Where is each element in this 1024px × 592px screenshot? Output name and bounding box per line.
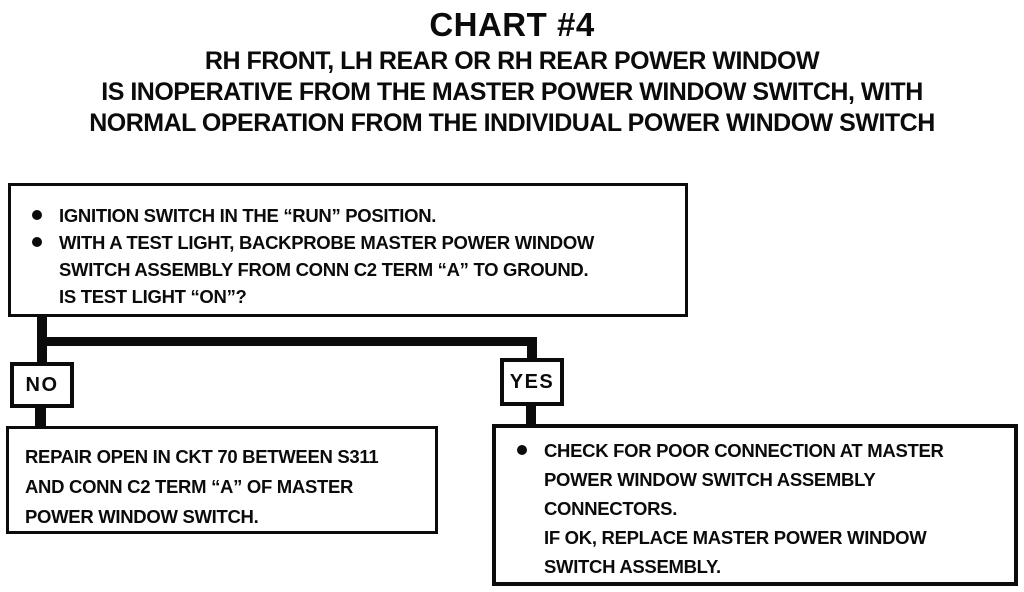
yes-label-box: YES [500,358,564,406]
decision-line-text: SWITCH ASSEMBLY FROM CONN C2 TERM “A” TO… [59,259,589,280]
result-line: SWITCH ASSEMBLY. [496,556,1014,582]
decision-line: SWITCH ASSEMBLY FROM CONN C2 TERM “A” TO… [11,259,685,286]
decision-line-text: IS TEST LIGHT “ON”? [59,286,247,307]
chart-subtitle-line-3: NORMAL OPERATION FROM THE INDIVIDUAL POW… [89,109,935,137]
result-line-text: IF OK, REPLACE MASTER POWER WINDOW [544,527,927,548]
yes-result-box: CHECK FOR POOR CONNECTION AT MASTER POWE… [492,424,1018,586]
result-line: AND CONN C2 TERM “A” OF MASTER [25,476,354,497]
decision-line: WITH A TEST LIGHT, BACKPROBE MASTER POWE… [11,232,685,259]
connector-stem-yes-to-result [526,406,536,424]
bullet-icon [32,237,42,247]
no-result-box: REPAIR OPEN IN CKT 70 BETWEEN S311 AND C… [6,426,438,534]
result-line: POWER WINDOW SWITCH. [25,506,259,527]
decision-box: IGNITION SWITCH IN THE “RUN” POSITION. W… [8,183,688,317]
chart-title: CHART #4 [429,6,595,43]
connector-stem-no-to-result [35,408,46,426]
result-line-text: POWER WINDOW SWITCH ASSEMBLY [544,469,876,490]
decision-line: IS TEST LIGHT “ON”? [11,286,685,313]
result-line: CHECK FOR POOR CONNECTION AT MASTER [496,440,1014,469]
result-line: IF OK, REPLACE MASTER POWER WINDOW [496,527,1014,556]
decision-line-text: WITH A TEST LIGHT, BACKPROBE MASTER POWE… [59,232,595,253]
result-line: CONNECTORS. [496,498,1014,527]
bullet-icon [517,445,527,455]
connector-horizontal-bar [37,337,537,346]
chart-subtitle-line-2: IS INOPERATIVE FROM THE MASTER POWER WIN… [101,78,923,106]
result-line-text: SWITCH ASSEMBLY. [544,556,721,577]
result-line: REPAIR OPEN IN CKT 70 BETWEEN S311 [25,446,379,467]
chart-subtitle-line-1: RH FRONT, LH REAR OR RH REAR POWER WINDO… [204,47,820,75]
no-label-box: NO [10,362,74,408]
decision-line: IGNITION SWITCH IN THE “RUN” POSITION. [11,205,685,232]
bullet-icon [32,210,42,220]
connector-stem-bar-to-yes [527,340,537,358]
result-line: POWER WINDOW SWITCH ASSEMBLY [496,469,1014,498]
decision-line-text: IGNITION SWITCH IN THE “RUN” POSITION. [59,205,437,226]
result-line-text: CHECK FOR POOR CONNECTION AT MASTER [544,440,944,461]
result-line-text: CONNECTORS. [544,498,678,519]
